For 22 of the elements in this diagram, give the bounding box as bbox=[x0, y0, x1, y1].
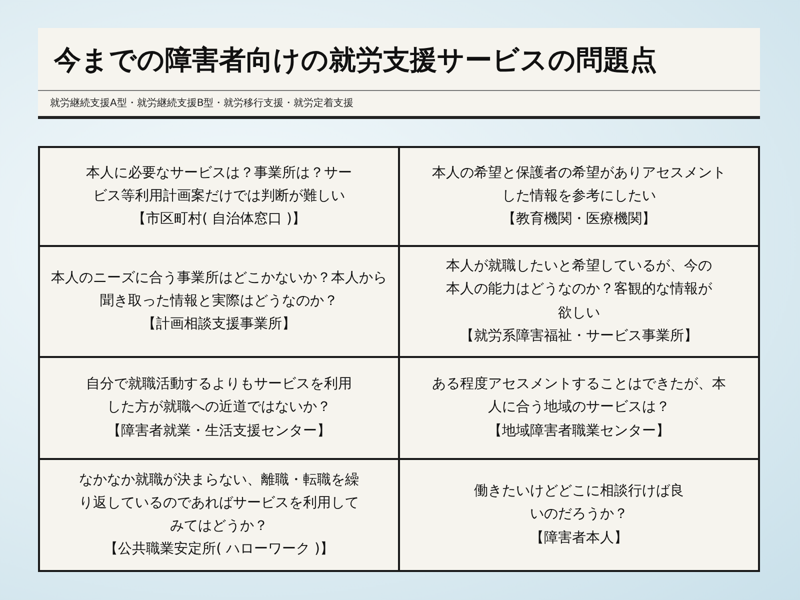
organization-label: 【計画相談支援事業所】 bbox=[141, 315, 297, 334]
question-text: ある程度アセスメントすることはできたが、本人に合う地域のサービスは？ bbox=[431, 375, 727, 418]
question-text: 働きたいけどどこに相談行けば良いのだろうか？ bbox=[473, 482, 685, 524]
question-text: 本人のニーズに合う事業所はどこかないか？本人から聞き取った情報と実際はどうなのか？ bbox=[50, 268, 388, 311]
organization-label: 【就労系障害福祉・サービス事業所】 bbox=[459, 326, 699, 346]
table-cell bbox=[398, 458, 760, 572]
question-text: 本人に必要なサービスは？事業所は？サービス等利用計画案だけでは判断が難しい bbox=[85, 164, 353, 206]
organization-label: 【障害者就業・生活支援センター】 bbox=[106, 422, 332, 441]
subtitle: 就労継続支援A型・就労継続支援B型・就労移行支援・就労定着支援 bbox=[50, 96, 354, 110]
question-text: 本人が就職したいと希望しているが、今の本人の能力はどうなのか？客観的な情報が欲しい bbox=[445, 257, 713, 322]
table-cell bbox=[38, 458, 400, 572]
table-cell bbox=[398, 146, 760, 247]
organization-label: 【市区町村( 自治体窓口 )】 bbox=[131, 210, 307, 230]
question-text: 本人の希望と保護者の希望がありアセスメントした情報を参考にしたい bbox=[431, 164, 727, 206]
title: 今までの障害者向けの就労支援サービスの問題点 bbox=[54, 44, 657, 78]
organization-label: 【地域障害者職業センター】 bbox=[487, 422, 671, 441]
table-cell bbox=[38, 146, 400, 247]
organization-label: 【障害者本人】 bbox=[529, 528, 629, 548]
organization-label: 【教育機関・医療機関】 bbox=[501, 210, 657, 230]
question-text: なかなか就職が決まらない、離職・転職を繰り返しているのであればサービスを利用してみてはどうか？ bbox=[78, 470, 360, 536]
question-text: 自分で就職活動するよりもサービスを利用した方が就職への近道ではないか？ bbox=[85, 375, 353, 418]
organization-label: 【公共職業安定所( ハローワーク )】 bbox=[103, 540, 335, 560]
